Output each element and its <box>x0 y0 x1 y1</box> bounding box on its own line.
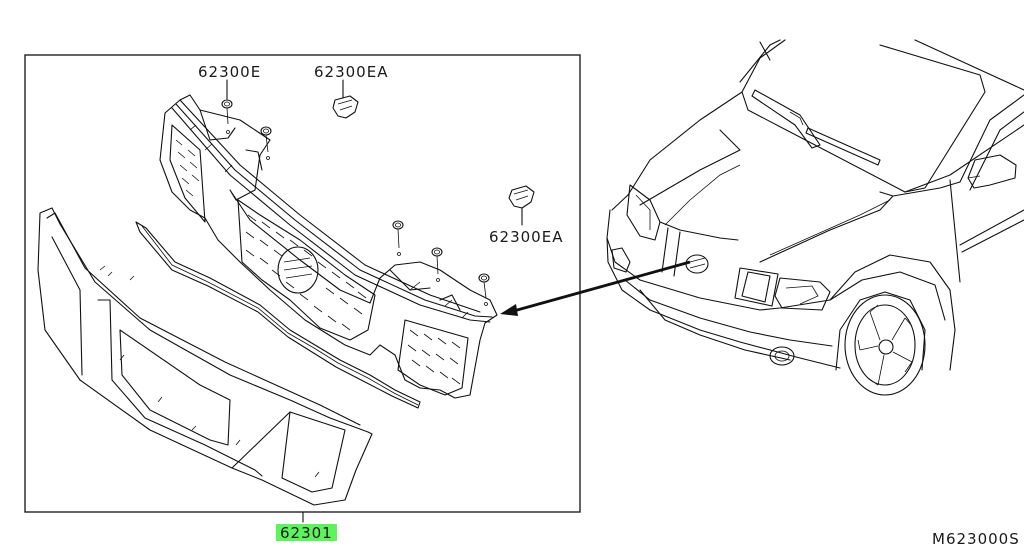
grille-bezel <box>37 207 373 506</box>
vehicle-emblem <box>685 254 709 274</box>
vehicle-illustration <box>606 39 1024 396</box>
clip-rivet <box>478 273 490 306</box>
grille-body <box>159 94 498 399</box>
callout-62300E[interactable]: 62300E <box>198 63 262 81</box>
grille-emblem <box>277 246 319 294</box>
callout-62300EA-right[interactable]: 62300EA <box>489 228 564 246</box>
clip-62300EA-top <box>332 79 359 119</box>
clips-62300E <box>221 79 490 306</box>
clip-62300EA-right <box>508 185 535 226</box>
clip-rivet <box>431 247 443 282</box>
location-arrow <box>500 260 691 316</box>
detail-frame <box>24 54 581 513</box>
clip-rivet <box>260 126 272 160</box>
callout-62300EA-top[interactable]: 62300EA <box>314 63 389 81</box>
fog-lamp <box>769 346 795 366</box>
clip-rivet <box>392 220 404 256</box>
diagram-code: M623000S <box>932 530 1020 548</box>
grille-molding <box>135 221 421 409</box>
wheel <box>844 294 926 396</box>
callout-62301-highlighted[interactable]: 62301 <box>276 524 337 541</box>
clip-rivet <box>221 99 233 134</box>
